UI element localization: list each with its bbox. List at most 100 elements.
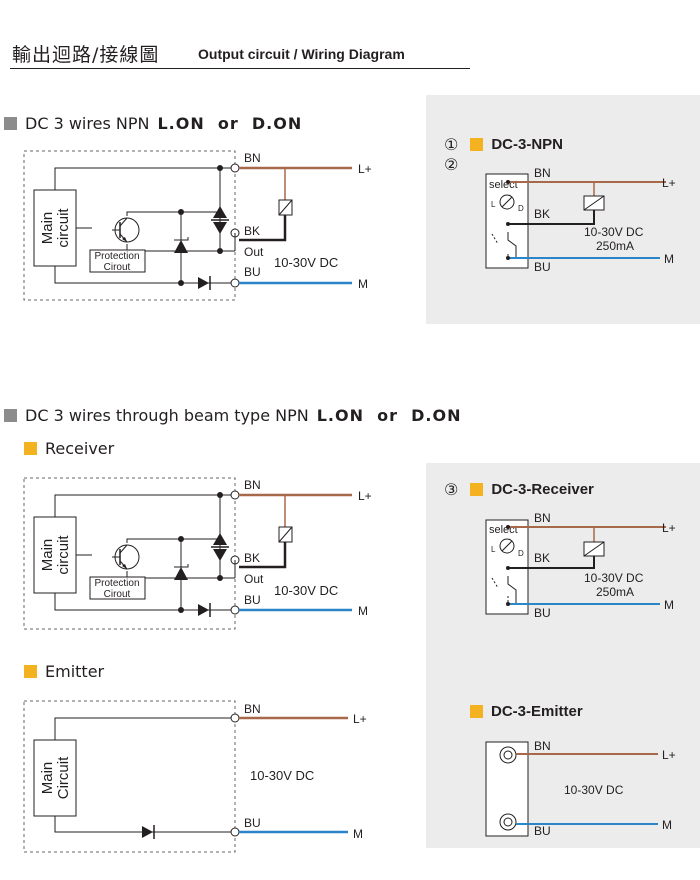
section1-title-text: DC 3 wires NPN bbox=[25, 114, 150, 133]
emitter-wiring-diagram: BN BU L+ M 10-30V DC bbox=[485, 739, 676, 838]
zener-diode-icon bbox=[174, 240, 188, 253]
square-marker-icon bbox=[24, 442, 37, 455]
npn-wiring-diagram: select L D BN BK BU L+ M 10-30V DC 250mA bbox=[485, 166, 676, 274]
bn-label: BN bbox=[534, 166, 551, 180]
bu-label: BU bbox=[244, 265, 261, 279]
current-label: 250mA bbox=[596, 239, 634, 253]
lplus-label: L+ bbox=[662, 748, 676, 762]
bk-label: BK bbox=[534, 551, 550, 565]
number-2: ② bbox=[444, 155, 459, 174]
lplus-label: L+ bbox=[662, 521, 676, 535]
m-label: M bbox=[358, 277, 368, 291]
terminal-bn bbox=[230, 713, 240, 723]
sensor-housing-outline bbox=[23, 477, 236, 630]
diode-icon bbox=[142, 826, 153, 838]
m-label: M bbox=[664, 252, 674, 266]
section1-modes: L.ON or D.ON bbox=[157, 114, 303, 133]
supply-label: 10-30V DC bbox=[274, 255, 338, 270]
bn-label: BN bbox=[244, 151, 261, 165]
panel-emitter-title-text: DC-3-Emitter bbox=[491, 703, 583, 720]
main-label: Main bbox=[39, 539, 56, 572]
circuit-label: circuit bbox=[55, 208, 72, 248]
lplus-label: L+ bbox=[358, 489, 372, 503]
select-label: select bbox=[489, 524, 518, 536]
select-l-label: L bbox=[491, 545, 496, 554]
zener-diode-icon bbox=[174, 567, 188, 580]
npn-circuit-diagram: Main circuit Protection Cirout BN BK Out… bbox=[23, 150, 372, 301]
header-title-cjk: 輸出迴路/接線圖 bbox=[12, 44, 160, 66]
wire-black bbox=[508, 556, 595, 569]
number-1: ① bbox=[444, 135, 459, 154]
panel-npn-title-text: DC-3-NPN bbox=[491, 136, 564, 153]
supply-label: 10-30V DC bbox=[250, 768, 314, 783]
select-l-label: L bbox=[491, 200, 496, 209]
m-label: M bbox=[358, 604, 368, 618]
section2-modes: L.ON or D.ON bbox=[316, 406, 462, 425]
receiver-circuit-diagram: Main circuit Protection Cirout BN BK Out… bbox=[23, 477, 372, 630]
header-title-en: Output circuit / Wiring Diagram bbox=[198, 46, 405, 62]
square-marker-icon bbox=[24, 665, 37, 678]
select-label: select bbox=[489, 179, 518, 191]
bn-label: BN bbox=[534, 739, 551, 753]
lplus-label: L+ bbox=[353, 712, 367, 726]
bn-label: BN bbox=[534, 511, 551, 525]
m-label: M bbox=[662, 818, 672, 832]
emitter-lens-icon bbox=[499, 813, 517, 831]
bu-label: BU bbox=[534, 606, 551, 620]
supply-label: 10-30V DC bbox=[564, 783, 624, 797]
number-3: ③ bbox=[444, 480, 459, 499]
emitter-circuit-diagram: Main Circuit BN BU L+ M 10-30V DC bbox=[23, 700, 367, 853]
m-label: M bbox=[664, 598, 674, 612]
protection-label: Protection bbox=[94, 251, 139, 262]
emitter-lens-icon bbox=[499, 746, 517, 764]
sensor-body bbox=[485, 173, 529, 269]
select-d-label: D bbox=[518, 204, 524, 213]
bk-label: BK bbox=[534, 207, 550, 221]
protection-circuit-box bbox=[89, 576, 146, 600]
header-underline bbox=[10, 68, 470, 69]
main-label: Main bbox=[39, 212, 56, 245]
out-label: Out bbox=[244, 572, 264, 586]
bu-label: BU bbox=[534, 824, 551, 838]
section2-title: DC 3 wires through beam type NPN L.ON or… bbox=[4, 406, 462, 425]
main-label: Main bbox=[39, 762, 56, 795]
sensor-housing-outline bbox=[23, 700, 236, 853]
wire-black bbox=[239, 542, 287, 569]
internal-wire-bottom bbox=[54, 266, 235, 284]
supply-label: 10-30V DC bbox=[584, 571, 644, 585]
bk-label: BK bbox=[244, 551, 260, 565]
cirout-label: Cirout bbox=[104, 262, 131, 273]
tvs-diode-icon bbox=[213, 206, 227, 218]
section2-title-text: DC 3 wires through beam type NPN bbox=[25, 406, 309, 425]
square-marker-icon bbox=[470, 138, 484, 151]
internal-wire-top bbox=[54, 167, 235, 190]
bu-label: BU bbox=[244, 816, 261, 830]
wire-black bbox=[239, 215, 287, 242]
circuit-label: Circuit bbox=[55, 756, 72, 799]
bk-label: BK bbox=[244, 224, 260, 238]
protection-label: Protection bbox=[94, 578, 139, 589]
terminal-bu bbox=[230, 827, 240, 837]
square-marker-icon bbox=[470, 483, 484, 496]
protection-circuit-box bbox=[89, 249, 146, 273]
emitter-subtitle-text: Emitter bbox=[45, 662, 105, 681]
current-label: 250mA bbox=[596, 585, 634, 599]
cirout-label: Cirout bbox=[104, 589, 131, 600]
tvs-diode-icon bbox=[213, 533, 227, 545]
supply-label: 10-30V DC bbox=[274, 583, 338, 598]
select-d-label: D bbox=[518, 549, 524, 558]
wire-black bbox=[508, 210, 595, 225]
bn-label: BN bbox=[244, 702, 261, 716]
receiver-subtitle-text: Receiver bbox=[45, 439, 115, 458]
bu-label: BU bbox=[244, 593, 261, 607]
square-marker-icon bbox=[4, 117, 17, 130]
receiver-subtitle: Receiver bbox=[24, 439, 114, 458]
section1-title: DC 3 wires NPN L.ON or D.ON bbox=[4, 114, 302, 133]
terminal-bn bbox=[230, 163, 240, 173]
supply-label: 10-30V DC bbox=[584, 225, 644, 239]
bn-label: BN bbox=[244, 478, 261, 492]
lplus-label: L+ bbox=[662, 176, 676, 190]
circuit-label: circuit bbox=[55, 535, 72, 575]
terminal-bu bbox=[230, 278, 240, 288]
panel-npn bbox=[426, 95, 700, 324]
